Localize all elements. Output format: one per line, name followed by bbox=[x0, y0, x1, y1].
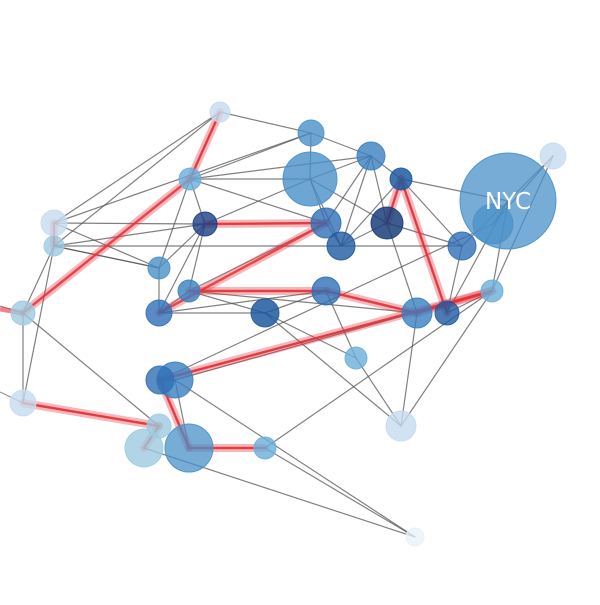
network-node bbox=[401, 297, 433, 329]
network-node bbox=[389, 167, 413, 191]
network-node bbox=[145, 299, 173, 327]
highlighted-edge bbox=[158, 289, 494, 382]
network-edge bbox=[400, 178, 463, 247]
network-edge bbox=[53, 223, 206, 247]
network-node bbox=[10, 300, 36, 326]
network-node bbox=[434, 300, 460, 326]
network-node bbox=[250, 298, 280, 328]
network-node bbox=[40, 209, 68, 237]
network-node bbox=[253, 436, 277, 460]
network-node bbox=[145, 365, 175, 395]
network-node bbox=[311, 276, 341, 306]
network-node bbox=[370, 206, 404, 240]
network-edge bbox=[174, 379, 416, 538]
highlighted-route-layer bbox=[0, 108, 496, 452]
highlighted-edge bbox=[203, 221, 328, 226]
highlighted-edge bbox=[21, 177, 192, 315]
network-edge bbox=[189, 155, 372, 180]
network-node bbox=[177, 279, 201, 303]
network-node bbox=[472, 203, 514, 245]
network-edge bbox=[22, 245, 55, 404]
network-edge bbox=[158, 290, 327, 314]
network-edge bbox=[400, 312, 418, 427]
network-node bbox=[164, 423, 214, 473]
network-edge bbox=[53, 245, 160, 269]
network-node bbox=[209, 101, 231, 123]
nodes-layer bbox=[9, 101, 567, 547]
network-node bbox=[326, 231, 356, 261]
network-node bbox=[282, 151, 338, 207]
network-edge bbox=[22, 312, 160, 427]
network-node bbox=[124, 428, 164, 468]
network-edge bbox=[53, 222, 206, 225]
network-node bbox=[310, 207, 342, 239]
network-node bbox=[178, 167, 202, 191]
network-node bbox=[480, 279, 504, 303]
network-edge bbox=[53, 111, 221, 224]
network-edge bbox=[400, 290, 493, 427]
network-edge bbox=[264, 312, 357, 359]
network-node bbox=[192, 211, 218, 237]
network-node bbox=[43, 235, 65, 257]
network-edge bbox=[219, 111, 312, 134]
network-node bbox=[344, 346, 368, 370]
network-node bbox=[385, 410, 417, 442]
highlighted-edge bbox=[324, 289, 419, 315]
highlighted-edge bbox=[21, 401, 161, 428]
network-node bbox=[297, 119, 325, 147]
network-node bbox=[9, 389, 37, 417]
network-node bbox=[539, 142, 567, 170]
network-edge bbox=[340, 178, 402, 247]
network-edge bbox=[264, 312, 402, 427]
network-edge bbox=[340, 155, 372, 247]
network-edge bbox=[264, 447, 416, 538]
network-edge bbox=[188, 290, 418, 314]
network-node bbox=[405, 527, 425, 547]
network-node bbox=[356, 141, 386, 171]
highlighted-edge bbox=[399, 177, 449, 315]
network-node bbox=[447, 231, 477, 261]
highlighted-edge bbox=[188, 110, 222, 181]
network-node bbox=[147, 256, 171, 280]
network-edge bbox=[158, 223, 206, 314]
nyc-label: NYC bbox=[485, 189, 531, 215]
